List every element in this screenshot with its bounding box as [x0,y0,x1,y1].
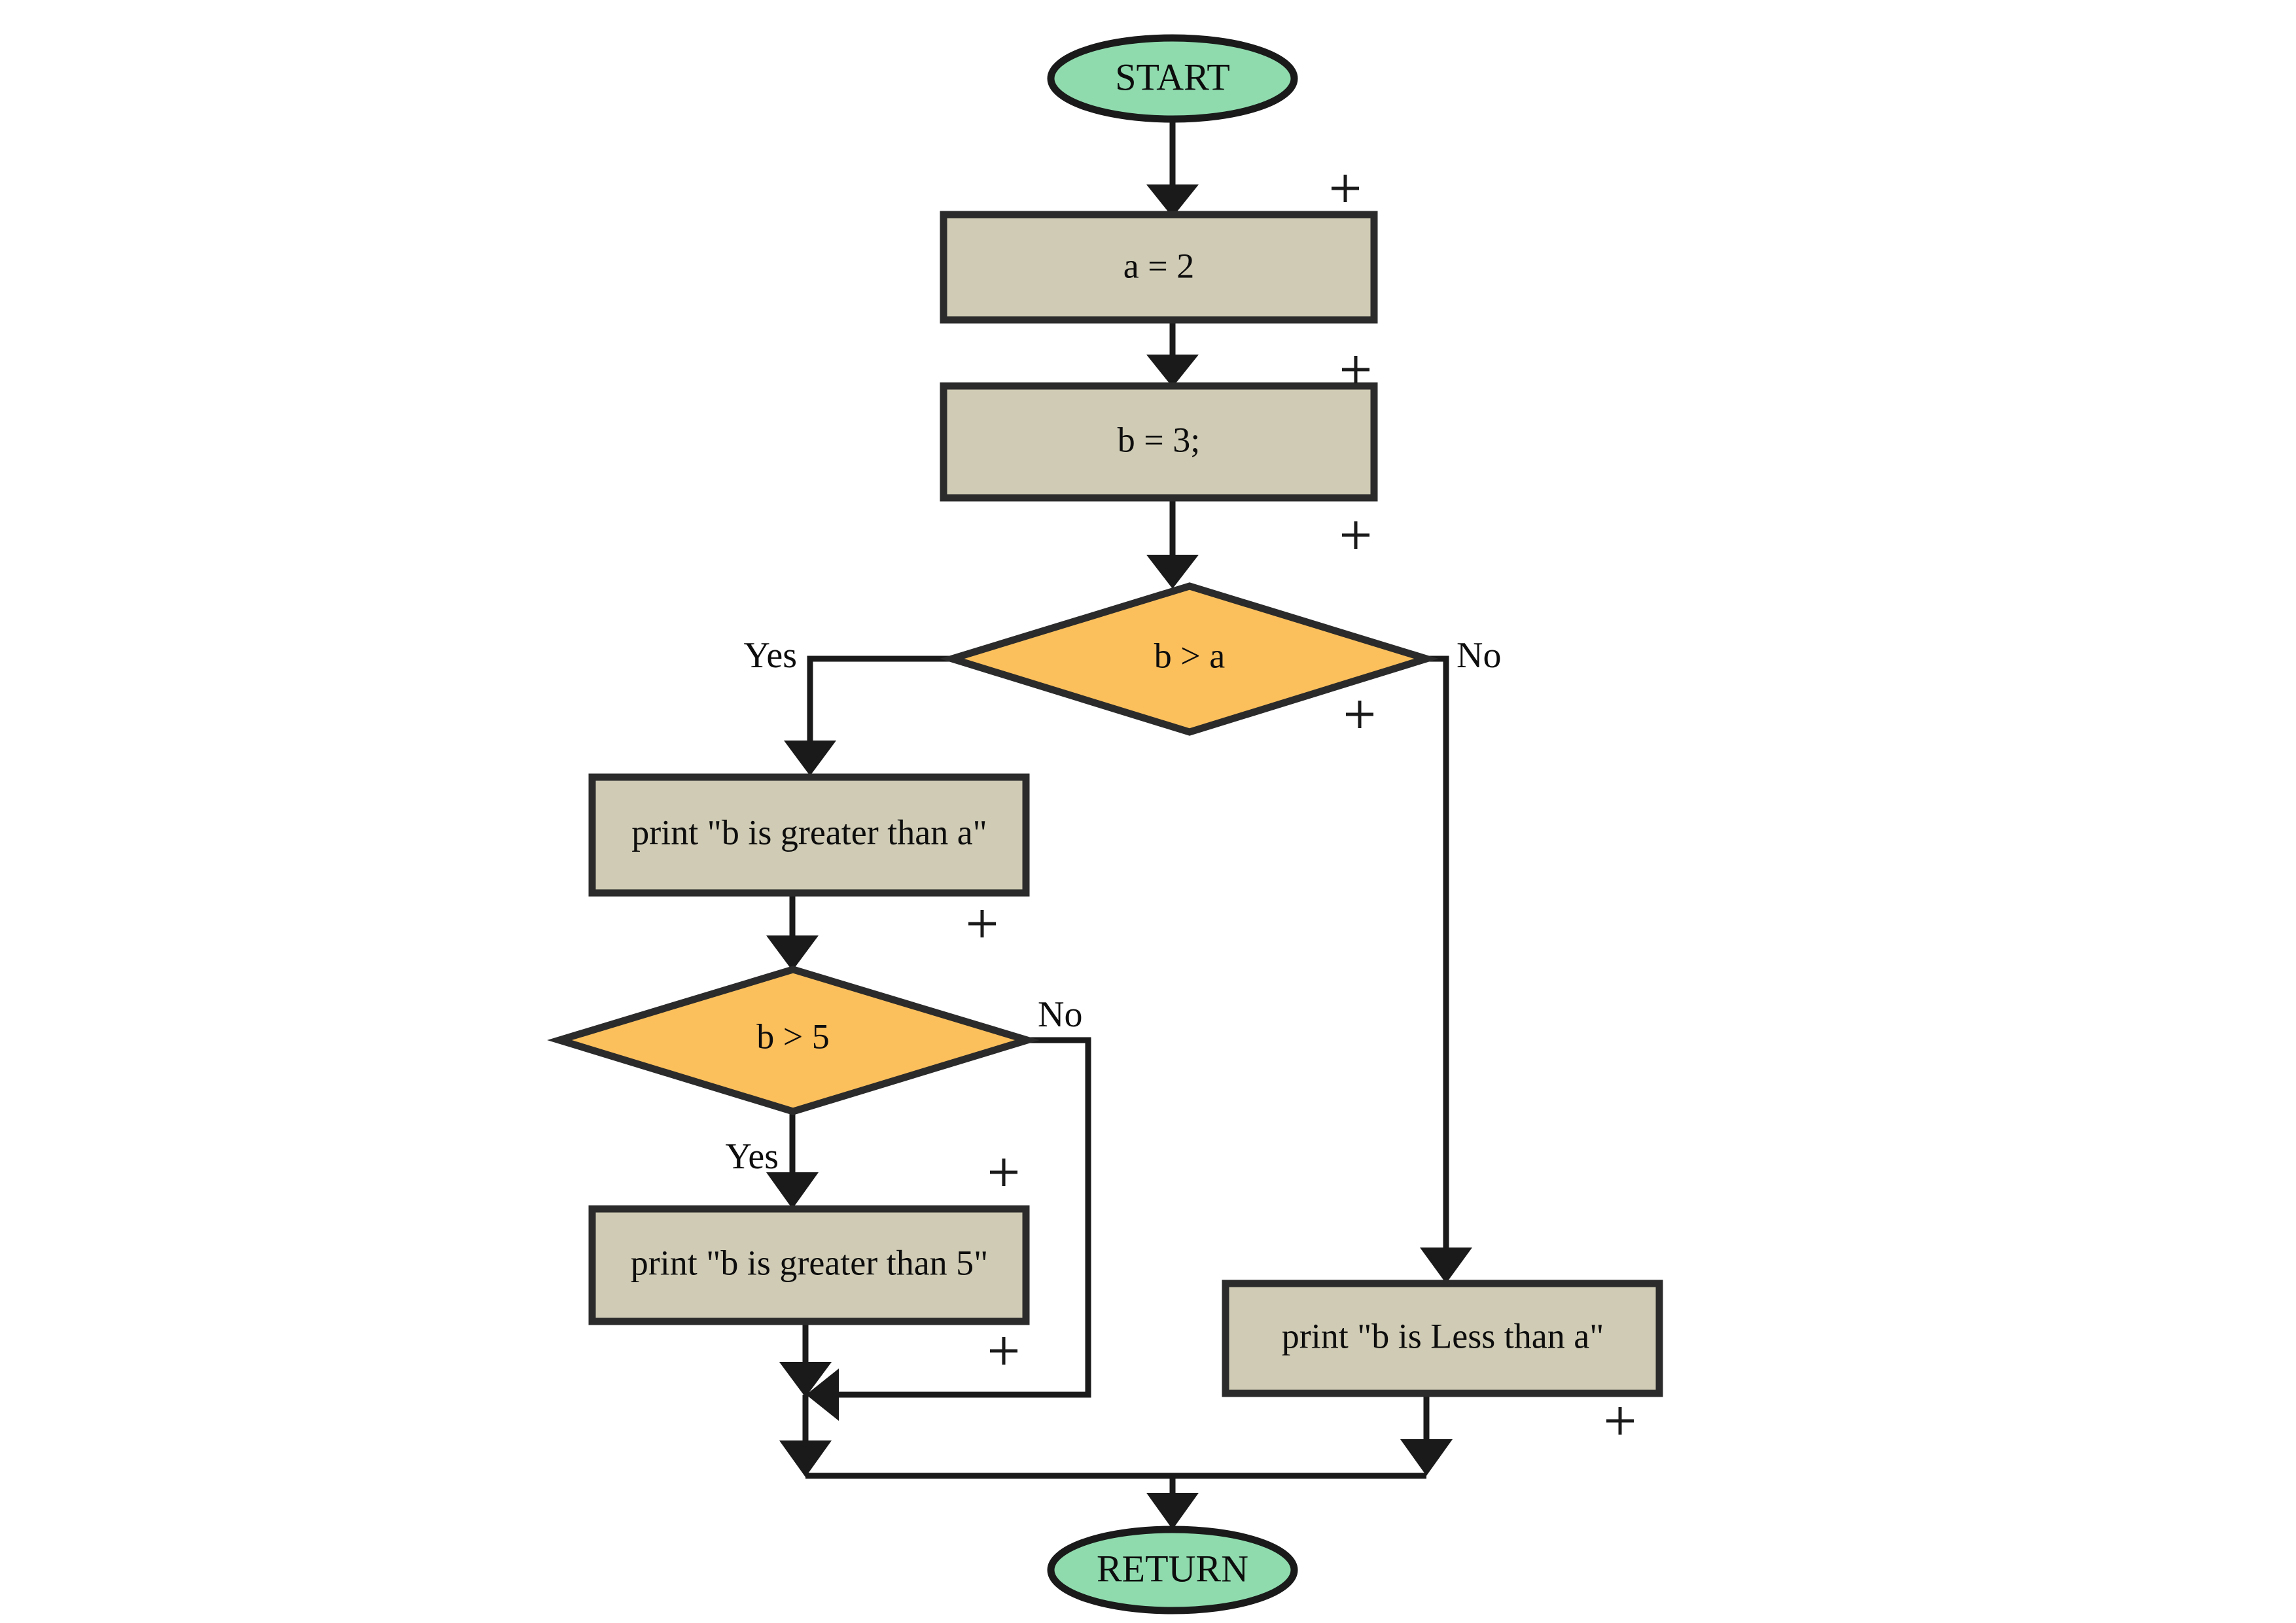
node-assign-b[interactable]: b = 3; [940,382,1378,502]
node-print-greater-a-label: print "b is greater than a" [631,812,987,852]
plus-marker-8 [1606,1407,1634,1435]
plus-marker-6 [990,1159,1017,1186]
edge-label-b-gt-5-yes: Yes [726,1136,779,1177]
node-return[interactable]: RETURN [1047,1526,1298,1614]
connector-print-less-a-to-join-bar [1400,1393,1453,1476]
plus-marker-4 [1346,701,1373,728]
plus-marker-1 [1332,175,1359,202]
connector-merge-to-join-bar [779,1395,832,1477]
connector-b-gt-a-yes [784,655,952,776]
node-print-less-a[interactable]: print "b is Less than a" [1222,1280,1663,1397]
node-return-label: RETURN [1097,1547,1248,1590]
node-start-label: START [1115,56,1230,98]
connector-join-bar-to-return [1146,1476,1199,1529]
connector-print-greater-a-to-decision-b-gt-5 [766,893,819,971]
node-assign-a[interactable]: a = 2 [940,211,1378,324]
connector-print-greater-5-to-merge [779,1321,832,1397]
plus-marker-2 [1342,356,1369,383]
edge-label-b-gt-a-yes: Yes [744,635,797,676]
connector-b-gt-5-no [806,1037,1091,1421]
connector-assign-b-to-decision-b-gt-a [1146,497,1199,589]
connector-b-gt-5-yes [766,1112,819,1209]
node-print-greater-5-label: print "b is greater than 5" [631,1243,988,1282]
node-decision-b-gt-5[interactable]: b > 5 [547,966,1040,1115]
node-assign-a-label: a = 2 [1123,246,1194,285]
node-decision-b-gt-5-label: b > 5 [756,1017,829,1056]
node-assign-b-label: b = 3; [1118,420,1200,459]
plus-marker-3 [1342,521,1369,549]
node-decision-b-gt-a[interactable]: b > a [940,582,1439,736]
node-start[interactable]: START [1047,34,1298,123]
node-print-less-a-label: print "b is Less than a" [1282,1316,1604,1355]
plus-marker-7 [990,1337,1017,1365]
connector-start-to-assign-a [1146,119,1199,217]
connector-b-gt-a-no [1420,655,1472,1283]
node-print-greater-5[interactable]: print "b is greater than 5" [588,1205,1030,1325]
edge-label-b-gt-5-no: No [1038,994,1082,1035]
connector-assign-a-to-assign-b [1146,321,1199,387]
edge-label-b-gt-a-no: No [1457,635,1501,676]
node-print-greater-a[interactable]: print "b is greater than a" [588,773,1030,897]
node-decision-b-gt-a-label: b > a [1154,636,1225,675]
plus-marker-5 [968,910,996,937]
